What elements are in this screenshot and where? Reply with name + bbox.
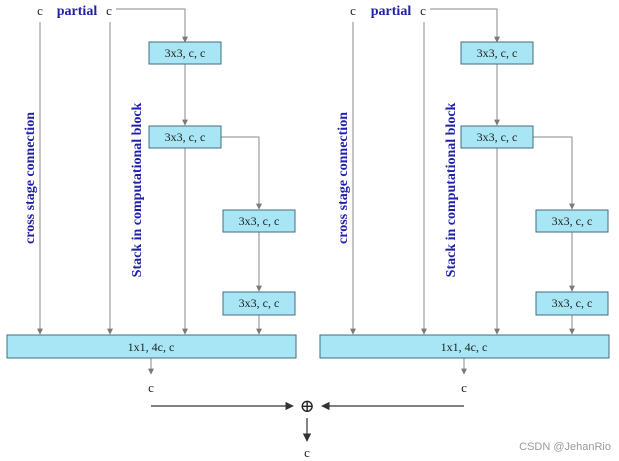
right-panel: c partial c cross stage connection Stack… [319, 3, 610, 395]
left-output-c-label: c [148, 380, 154, 395]
left-cross-stage-label: cross stage connection [23, 112, 38, 244]
elementwise-add-icon: ⊕ [299, 396, 314, 416]
right-merge-block: 1x1, 4c, c [319, 334, 610, 359]
left-conv-block-1-label: 3x3, c, c [165, 46, 206, 60]
left-conv-block-3: 3x3, c, c [222, 209, 296, 233]
left-conv-block-1: 3x3, c, c [148, 41, 222, 65]
watermark: CSDN @JehanRio [519, 441, 611, 453]
right-conv-block-2-label: 3x3, c, c [477, 130, 518, 144]
left-connectors [37, 8, 262, 375]
right-connectors [350, 8, 575, 375]
right-conv-block-3-label: 3x3, c, c [552, 214, 593, 228]
left-panel: c partial c cross stage connection Stack… [6, 3, 297, 395]
left-conv-block-4: 3x3, c, c [222, 291, 296, 316]
left-conv-block-2: 3x3, c, c [148, 125, 222, 149]
left-merge-block-label: 1x1, 4c, c [128, 340, 175, 354]
right-merge-block-label: 1x1, 4c, c [441, 340, 488, 354]
left-merge-block: 1x1, 4c, c [6, 334, 297, 359]
right-split-c-label: c [420, 3, 426, 18]
right-partial-label: partial [371, 4, 412, 19]
left-input-c-label: c [37, 3, 43, 18]
right-conv-block-3: 3x3, c, c [535, 209, 609, 233]
left-split-c-label: c [106, 3, 112, 18]
right-output-c-label: c [461, 380, 467, 395]
left-partial-label: partial [57, 4, 98, 19]
right-conv-block-4-label: 3x3, c, c [552, 296, 593, 310]
right-conv-block-4: 3x3, c, c [535, 291, 609, 316]
left-stack-label: Stack in computational block [130, 102, 145, 277]
right-conv-block-1: 3x3, c, c [460, 41, 534, 65]
left-conv-block-2-label: 3x3, c, c [165, 130, 206, 144]
left-conv-block-4-label: 3x3, c, c [239, 296, 280, 310]
final-output-c-label: c [304, 445, 310, 460]
right-stack-label: Stack in computational block [444, 102, 459, 277]
right-conv-block-1-label: 3x3, c, c [477, 46, 518, 60]
left-conv-block-3-label: 3x3, c, c [239, 214, 280, 228]
right-input-c-label: c [350, 3, 356, 18]
right-conv-block-2: 3x3, c, c [460, 125, 534, 149]
right-cross-stage-label: cross stage connection [336, 112, 351, 244]
sum-section: ⊕ c [151, 396, 464, 460]
